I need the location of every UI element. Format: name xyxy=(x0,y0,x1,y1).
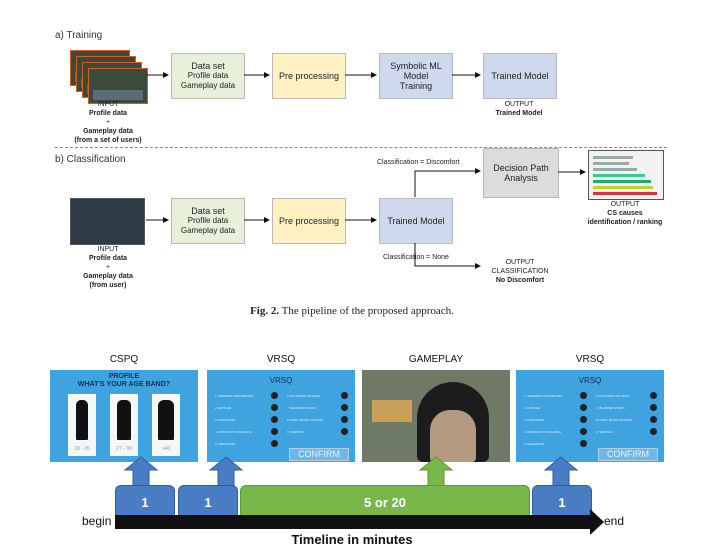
block-gameplay-duration: 5 or 20 xyxy=(240,485,530,519)
cs-output-caption: OUTPUT CS causes identification / rankin… xyxy=(587,201,663,226)
vrsq-items-left-2: 1. GENERAL DISCOMFORT 2. FATIGUE 3. EYES… xyxy=(524,394,563,446)
cspq-title-1: PROFILE xyxy=(108,373,140,380)
vrsq-items-right-2: 6. FULLNESS OF HEAD 7. BLURRED VISION 8.… xyxy=(596,394,632,434)
class-none-label: Classification = None xyxy=(383,254,449,261)
classification-input-image xyxy=(70,198,145,245)
block-cspq-duration: 1 xyxy=(115,485,175,519)
age-band-option-3[interactable]: >40 xyxy=(152,394,180,456)
vrsq-items-right: 6. FULLNESS OF HEAD 7. BLURRED VISION 8.… xyxy=(287,394,323,434)
timeline-begin-label: begin xyxy=(82,514,112,528)
classification-input-caption: INPUT Profile data + Gameplay data (from… xyxy=(83,246,133,289)
timeline-end-label: end xyxy=(604,514,625,528)
decision-path-box: Decision Path Analysis xyxy=(483,148,559,198)
cspq-title-2: WHAT'S YOUR AGE BAND? xyxy=(77,381,171,388)
training-trained-model-box: Trained Model xyxy=(483,53,557,99)
training-output-caption: OUTPUT Trained Model xyxy=(495,101,543,117)
classification-dataset-box: Data set Profile data Gameplay data xyxy=(171,198,245,244)
pipeline-arrows xyxy=(146,72,586,269)
figure-caption: Fig. 2. The pipeline of the proposed app… xyxy=(250,305,454,317)
vrsq-items-left: 1. GENERAL DISCOMFORT 2. FATIGUE 3. EYES… xyxy=(215,394,254,446)
timeline-bar xyxy=(115,515,593,529)
vrsq-title-2: VRSQ xyxy=(578,376,602,385)
timeline-axis-title: Timeline in minutes xyxy=(291,532,413,547)
header-cspq: CSPQ xyxy=(109,354,139,365)
vrsq-panel-1: VRSQ 1. GENERAL DISCOMFORT 2. FATIGUE 3.… xyxy=(207,370,355,462)
training-input-caption: INPUT Profile data + Gameplay data (from… xyxy=(74,101,142,144)
vrsq-title: VRSQ xyxy=(269,376,293,385)
cspq-panel: PROFILE WHAT'S YOUR AGE BAND? 18 - 26 27… xyxy=(50,370,198,462)
confirm-button-1[interactable]: CONFIRM xyxy=(289,448,349,461)
gameplay-photo xyxy=(362,370,510,462)
classification-trained-model-box: Trained Model xyxy=(379,198,453,244)
timeline-arrowhead xyxy=(590,509,604,535)
header-gameplay: GAMEPLAY xyxy=(408,354,464,365)
age-band-option-2[interactable]: 27 - 39 xyxy=(110,394,138,456)
block-arrows xyxy=(123,456,579,488)
training-preprocessing-box: Pre processing xyxy=(272,53,346,99)
vrsq-panel-2: VRSQ 1. GENERAL DISCOMFORT 2. FATIGUE 3.… xyxy=(516,370,664,462)
header-vrsq-2: VRSQ xyxy=(575,354,605,365)
cs-ranking-thumbnail xyxy=(588,150,664,200)
training-section-label: a) Training xyxy=(55,30,103,41)
section-divider xyxy=(55,147,667,148)
block-vrsq2-duration: 1 xyxy=(532,485,592,519)
classification-output-caption: OUTPUT CLASSIFICATION No Discomfort xyxy=(491,259,549,284)
class-discomfort-label: Classification = Discomfort xyxy=(377,159,460,166)
training-dataset-box: Data set Profile data Gameplay data xyxy=(171,53,245,99)
block-vrsq1-duration: 1 xyxy=(178,485,238,519)
header-vrsq-1: VRSQ xyxy=(266,354,296,365)
classification-section-label: b) Classification xyxy=(55,154,126,165)
age-band-option-1[interactable]: 18 - 26 xyxy=(68,394,96,456)
training-symbolic-box: Symbolic ML Model Training xyxy=(379,53,453,99)
confirm-button-2[interactable]: CONFIRM xyxy=(598,448,658,461)
classification-preprocessing-box: Pre processing xyxy=(272,198,346,244)
